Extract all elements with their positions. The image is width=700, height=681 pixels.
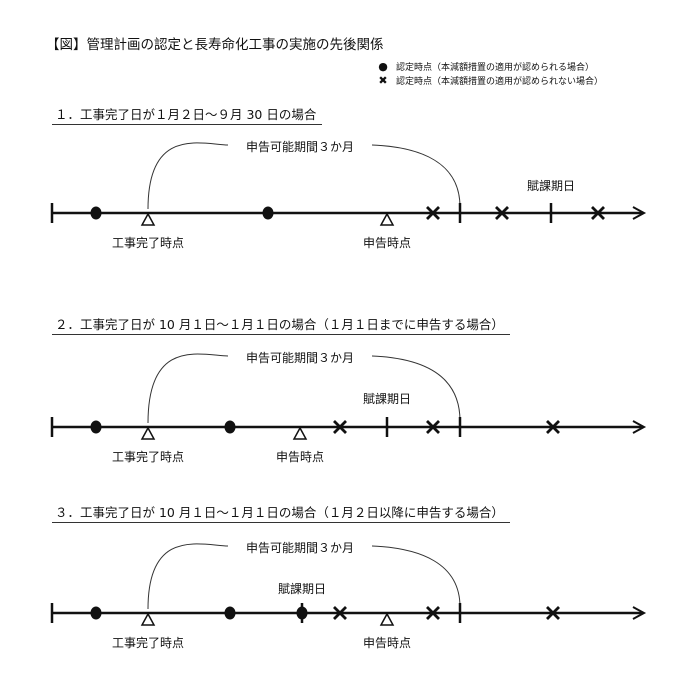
filled-circle-icon [224, 420, 236, 434]
arrowhead-icon [632, 606, 647, 620]
period-arc-left [147, 142, 229, 210]
period-arc-right [371, 545, 461, 608]
cross-icon: ✖ [378, 74, 388, 87]
arrowhead-icon [632, 420, 647, 434]
report-label: 申告時点 [363, 636, 411, 650]
triangle-icon [379, 212, 395, 226]
tax-date-label: 賦課期日 [278, 581, 326, 596]
legend-label: 認定時点（本減額措置の適用が認められる場合） [396, 63, 595, 73]
cross-icon [426, 606, 440, 620]
triangle-icon [140, 426, 156, 440]
filled-circle-icon [90, 206, 102, 220]
report-label: 申告時点 [276, 450, 324, 464]
arrowhead-icon [632, 206, 647, 220]
case-1-heading: １．工事完了日が１月２日～９月 30 日の場合 [52, 104, 323, 125]
legend-item-approved: ● 認定時点（本減額措置の適用が認められる場合） [378, 60, 594, 73]
cross-icon [546, 420, 560, 434]
legend-label: 認定時点（本減額措置の適用が認められない場合） [396, 77, 604, 87]
case-3-heading: ３．工事完了日が 10 月１日～１月１日の場合（１月２日以降に申告する場合） [52, 502, 510, 523]
tax-date-label: 賦課期日 [363, 391, 411, 406]
period-label: 申告可能期間３か月 [246, 140, 354, 154]
cross-icon [546, 606, 560, 620]
filled-circle-icon: ● [378, 60, 388, 73]
cross-icon [333, 606, 347, 620]
period-label: 申告可能期間３か月 [246, 541, 354, 555]
triangle-icon [292, 426, 308, 440]
case-2-heading: ２．工事完了日が 10 月１日～１月１日の場合（１月１日までに申告する場合） [52, 314, 510, 335]
cross-icon [495, 206, 509, 220]
completion-label: 工事完了時点 [112, 235, 184, 250]
figure-title: 【図】管理計画の認定と長寿命化工事の実施の先後関係 [46, 37, 384, 53]
legend-item-not-approved: ✖ 認定時点（本減額措置の適用が認められない場合） [378, 74, 603, 87]
report-label: 申告時点 [363, 236, 411, 250]
period-arc-left [147, 353, 229, 424]
tax-date-label: 賦課期日 [527, 178, 575, 193]
filled-circle-icon [90, 606, 102, 620]
filled-circle-icon [90, 420, 102, 434]
triangle-icon [140, 612, 156, 626]
cross-icon [426, 420, 440, 434]
cross-icon [333, 420, 347, 434]
filled-circle-icon [224, 606, 236, 620]
period-arc-left [147, 543, 229, 610]
completion-label: 工事完了時点 [112, 449, 184, 464]
period-arc-right [371, 355, 461, 422]
triangle-icon [379, 612, 395, 626]
triangle-icon [140, 212, 156, 226]
cross-icon [426, 206, 440, 220]
cross-icon [591, 206, 605, 220]
completion-label: 工事完了時点 [112, 635, 184, 650]
filled-circle-icon [262, 206, 274, 220]
period-label: 申告可能期間３か月 [246, 351, 354, 365]
period-arc-right [371, 144, 461, 208]
